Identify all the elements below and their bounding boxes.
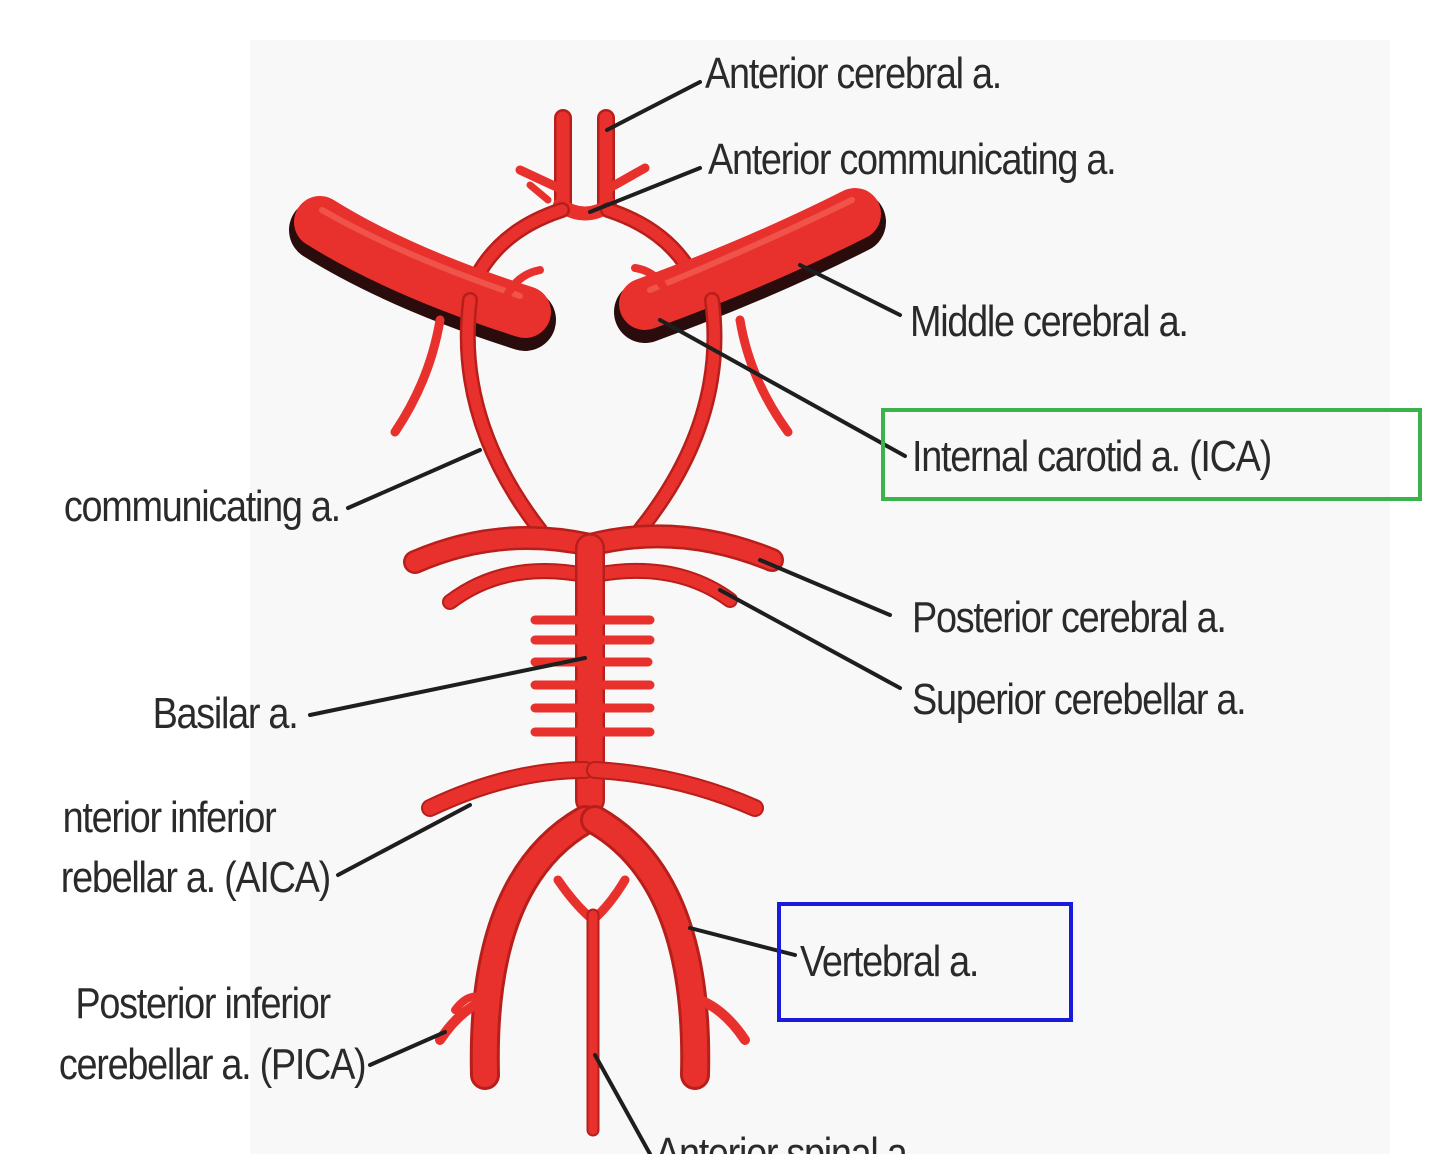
leader-anterior-spinal (593, 1053, 652, 1154)
basilar-artery (530, 533, 655, 815)
leader-anterior-cerebral (605, 80, 702, 132)
highlight-box-vertebral (777, 902, 1073, 1022)
label-anterior-spinal: Anterior spinal a. (655, 1129, 917, 1154)
leader-lines (308, 80, 907, 1154)
leader-middle-cerebral (798, 263, 902, 317)
leader-anterior-communicating (588, 166, 702, 214)
label-aica-line1: nterior inferior (62, 793, 276, 842)
pica-artery (435, 992, 750, 1045)
leader-pica (368, 1030, 447, 1067)
posterior-cerebral-artery (403, 524, 784, 574)
label-middle-cerebral: Middle cerebral a. (910, 297, 1189, 346)
leader-posterior-communicating (346, 448, 482, 510)
vertebral-artery (469, 805, 711, 1090)
label-vertebral: Vertebral a. (800, 937, 979, 986)
label-superior-cerebellar: Superior cerebellar a. (912, 675, 1247, 724)
label-pica-line1: Posterior inferior (75, 979, 332, 1028)
label-internal-carotid: Internal carotid a. (ICA) (912, 432, 1272, 481)
label-posterior-communicating: communicating a. (64, 482, 341, 531)
middle-cerebral-artery (289, 188, 886, 351)
leader-posterior-cerebral (758, 558, 892, 617)
aica-artery (421, 761, 764, 817)
posterior-communicating-artery (459, 292, 723, 538)
leader-internal-carotid (658, 318, 907, 458)
label-posterior-cerebral: Posterior cerebral a. (912, 593, 1227, 642)
label-pica-line2: cerebellar a. (PICA) (58, 1040, 367, 1089)
anterior-spinal-artery (553, 875, 630, 1137)
label-basilar: Basilar a. (152, 689, 298, 738)
highlight-box-internal-carotid (881, 408, 1422, 501)
label-anterior-cerebral: Anterior cerebral a. (705, 49, 1002, 98)
label-anterior-communicating: Anterior communicating a. (708, 135, 1117, 184)
leader-superior-cerebellar (718, 588, 902, 690)
superior-cerebellar-artery (442, 562, 738, 610)
leader-aica (336, 803, 472, 877)
label-aica-line2: rebellar a. (AICA) (60, 853, 331, 902)
anterior-cerebral-artery (515, 109, 650, 214)
leader-basilar (308, 656, 587, 717)
mca-branches (390, 264, 793, 437)
